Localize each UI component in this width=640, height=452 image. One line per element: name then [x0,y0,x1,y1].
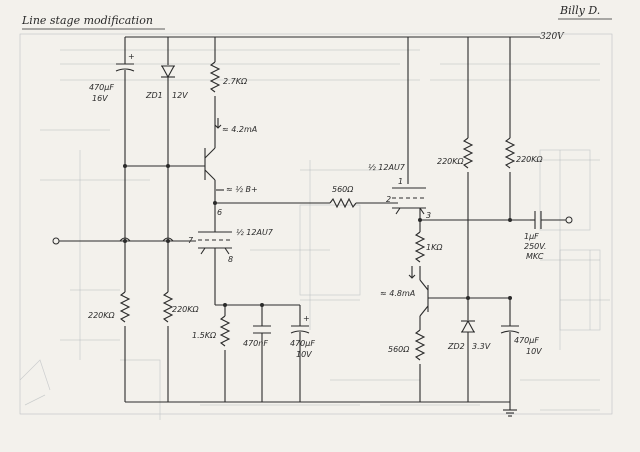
c-470b-voltage: 10V [296,350,312,359]
signature: Billy D. [559,4,600,17]
c-470c-value: 470μF [514,336,539,345]
upper-device: ≈ ½ B+ [125,142,258,218]
zd2-label: ZD2 [447,342,465,351]
r-220b-value: 220KΩ [516,155,544,164]
tube-left: 6 8 7 ½ 12AU7 [188,208,274,264]
r-220c-value: 220KΩ [88,311,116,320]
ground-rail [125,401,517,417]
resistor-220k-b: 220KΩ [504,37,544,222]
capacitor-470uf-b: + 470μF 10V [290,305,315,402]
pin-2: 2 [386,195,391,204]
r-560a-value: 560Ω [332,185,354,194]
input-capacitor-470uf: + 470μF 16V [89,37,135,166]
resistor-560-a: 560Ω [213,185,398,209]
r-1k-value: 1KΩ [426,243,443,252]
c-470n-value: 470nF [243,339,268,348]
c-in-value: 470μF [89,83,114,92]
zd2-voltage: 3.3V [472,342,491,351]
resistor-560-b: 560Ω [388,329,426,402]
c-out-voltage: 250V. [524,242,546,251]
current-1: ≈ 4.2mA [222,125,257,134]
r-1-5k-value: 1.5KΩ [192,331,217,340]
resistor-1-5k: 1.5KΩ [192,258,300,402]
supply-rail: 320V [125,32,565,42]
svg-text:+: + [303,314,310,323]
show-through-background [19,49,610,420]
r-220d-value: 220KΩ [172,305,200,314]
r-top-value: 2.7KΩ [223,77,248,86]
resistor-220k-c: 220KΩ [88,164,131,402]
zd1-voltage: 12V [172,91,188,100]
output-capacitor: 1μF 250V. MKC [524,211,573,261]
zener-zd2: ZD2 3.3V [447,298,491,402]
half-bplus: ≈ ½ B+ [226,185,258,194]
pin-6: 6 [217,208,222,217]
svg-text:+: + [128,52,135,61]
c-out-value: 1μF [524,232,539,241]
capacitor-470nf: 470nF [243,303,271,402]
zd1-label: ZD1 [145,91,163,100]
pin-8: 8 [228,255,233,264]
tube-1-label: ½ 12AU7 [236,228,274,237]
drawing-title: Line stage modification [21,14,153,27]
tube-2-label: ½ 12AU7 [368,163,406,172]
lower-device: ≈ 4.8mA [380,266,510,330]
tube-right: ½ 12AU7 1 2 3 [368,37,530,221]
c-470b-value: 470μF [290,339,315,348]
pin-3: 3 [426,211,431,220]
r-220a-value: 220KΩ [437,157,465,166]
resistor-220k-a: 220KΩ [437,37,474,298]
sheet-border [19,33,613,415]
resistor-1k: 1KΩ [414,218,443,280]
c-in-voltage: 16V [92,94,108,103]
resistor-2-7k: 2.7KΩ ≈ 4.2mA [209,37,257,142]
c-out-type: MKC [526,252,544,261]
resistor-220k-d: 220KΩ [162,166,200,402]
r-560b-value: 560Ω [388,345,410,354]
capacitor-470uf-c: 470μF 10V [500,296,542,402]
supply-voltage: 320V [540,32,565,42]
c-470c-voltage: 10V [526,347,542,356]
zener-zd1: ZD1 12V [145,37,188,166]
current-2: ≈ 4.8mA [380,289,415,298]
pin-1: 1 [398,177,403,186]
